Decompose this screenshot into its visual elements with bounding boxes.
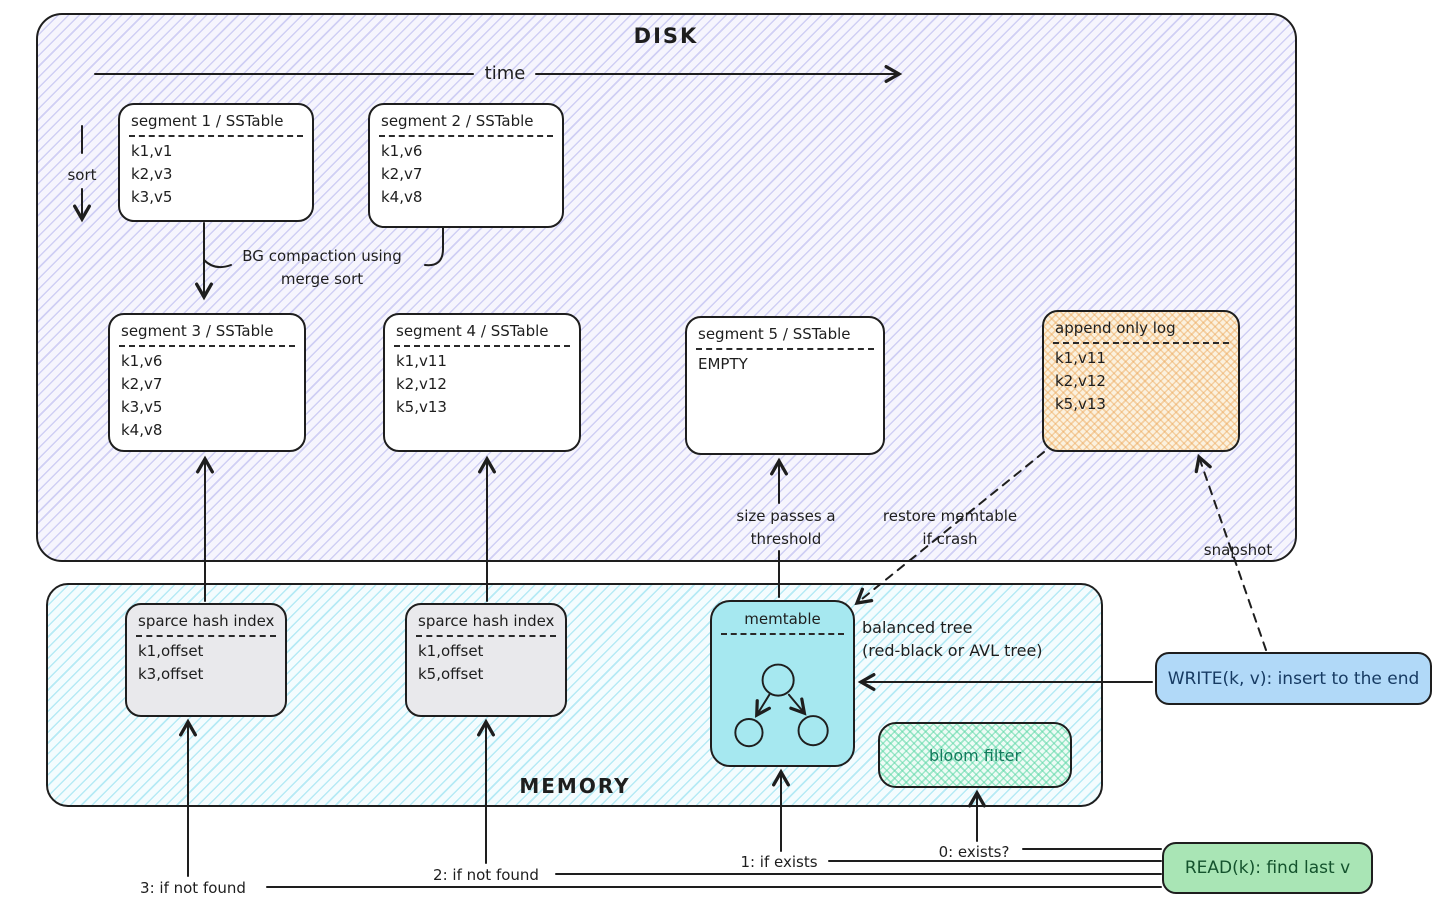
segment-2-sstable: segment 2 / SSTable k1,v6 k2,v7 k4,v8 xyxy=(368,103,564,228)
kv-entry: k1,v11 xyxy=(396,352,447,370)
index-entry: k5,offset xyxy=(418,665,484,683)
memory-title: MEMORY xyxy=(519,774,631,798)
empty-marker: EMPTY xyxy=(698,355,748,373)
kv-entry: k4,v8 xyxy=(381,188,423,206)
kv-entry: k2,v3 xyxy=(131,165,173,183)
kv-entry: k2,v12 xyxy=(1055,372,1106,390)
divider xyxy=(696,348,874,350)
time-axis-label: time xyxy=(484,63,526,84)
memtable: memtable xyxy=(710,600,855,767)
kv-entry: k1,v6 xyxy=(121,352,163,370)
segment-3-title: segment 3 / SSTable xyxy=(121,322,274,340)
append-only-log: append only log k1,v11 k2,v12 k5,v13 xyxy=(1042,310,1240,452)
binary-tree-icon xyxy=(734,663,829,748)
sort-label: sort xyxy=(67,166,97,184)
bloom-filter: bloom filter xyxy=(878,722,1072,788)
read-step-0-label: 0: exists? xyxy=(938,843,1010,861)
divider xyxy=(129,135,303,137)
divider xyxy=(119,345,295,347)
divider xyxy=(379,135,553,137)
segment-3-sstable: segment 3 / SSTable k1,v6 k2,v7 k3,v5 k4… xyxy=(108,313,306,452)
memtable-title: memtable xyxy=(744,610,821,628)
sparse-hash-index-1: sparce hash index k1,offset k3,offset xyxy=(125,603,287,717)
kv-entry: k3,v5 xyxy=(121,398,163,416)
read-step-2-label: 2: if not found xyxy=(433,866,539,884)
sparse-hash-index-2-title: sparce hash index xyxy=(418,612,555,630)
sparse-hash-index-2: sparce hash index k1,offset k5,offset xyxy=(405,603,567,717)
balanced-tree-note: balanced tree (red-black or AVL tree) xyxy=(862,618,1043,660)
sparse-hash-index-1-title: sparce hash index xyxy=(138,612,275,630)
kv-entry: k2,v7 xyxy=(381,165,423,183)
divider xyxy=(1053,342,1229,344)
bg-compaction-note: BG compaction using merge sort xyxy=(242,247,402,288)
segment-5-title: segment 5 / SSTable xyxy=(698,325,851,343)
segment-4-sstable: segment 4 / SSTable k1,v11 k2,v12 k5,v13 xyxy=(383,313,581,452)
index-entry: k3,offset xyxy=(138,665,204,683)
divider xyxy=(416,635,556,637)
size-threshold-note: size passes a threshold xyxy=(736,507,836,548)
segment-1-sstable: segment 1 / SSTable k1,v1 k2,v3 k3,v5 xyxy=(118,103,314,222)
index-entry: k1,offset xyxy=(138,642,204,660)
segment-4-title: segment 4 / SSTable xyxy=(396,322,549,340)
divider xyxy=(136,635,276,637)
kv-entry: k2,v7 xyxy=(121,375,163,393)
segment-5-sstable: segment 5 / SSTable EMPTY xyxy=(685,316,885,455)
read-step-3-label: 3: if not found xyxy=(140,879,246,897)
read-operation-box: READ(k): find last v xyxy=(1162,842,1373,894)
divider xyxy=(394,345,570,347)
kv-entry: k5,v13 xyxy=(396,398,447,416)
kv-entry: k1,v11 xyxy=(1055,349,1106,367)
write-operation-box: WRITE(k, v): insert to the end xyxy=(1155,652,1432,705)
kv-entry: k4,v8 xyxy=(121,421,163,439)
kv-entry: k5,v13 xyxy=(1055,395,1106,413)
disk-title: DISK xyxy=(633,24,699,48)
append-only-log-title: append only log xyxy=(1055,319,1176,337)
kv-entry: k3,v5 xyxy=(131,188,173,206)
segment-1-title: segment 1 / SSTable xyxy=(131,112,284,130)
divider xyxy=(721,633,844,635)
segment-2-title: segment 2 / SSTable xyxy=(381,112,534,130)
kv-entry: k2,v12 xyxy=(396,375,447,393)
kv-entry: k1,v1 xyxy=(131,142,173,160)
restore-memtable-note: restore memtable if crash xyxy=(882,507,1018,548)
index-entry: k1,offset xyxy=(418,642,484,660)
kv-entry: k1,v6 xyxy=(381,142,423,160)
snapshot-note: snapshot xyxy=(1203,541,1273,559)
read-step-1-label: 1: if exists xyxy=(740,853,818,871)
